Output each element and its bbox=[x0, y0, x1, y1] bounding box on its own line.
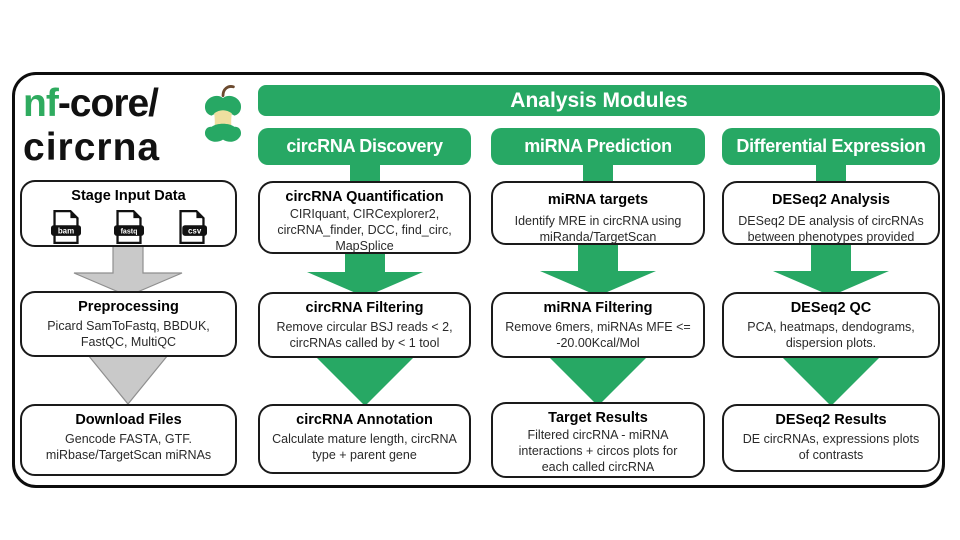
deseq2-qc-box: DESeq2 QC PCA, heatmaps, dendograms, dis… bbox=[722, 292, 940, 358]
logo-nf-text: nf bbox=[23, 82, 59, 125]
logo-core-text: -core/ bbox=[57, 82, 159, 125]
circrna-filtering-title: circRNA Filtering bbox=[305, 300, 424, 316]
preprocessing-box: Preprocessing Picard SamToFastq, BBDUK, … bbox=[20, 291, 237, 357]
apple-core-icon bbox=[204, 85, 242, 142]
arrow-green-targets-to-filtering bbox=[540, 243, 656, 296]
stub-differential-expression bbox=[816, 163, 846, 183]
input-file-icons: bam fastq csv bbox=[22, 209, 235, 245]
deseq2-analysis-body: DESeq2 DE analysis of circRNAs between p… bbox=[738, 214, 924, 245]
nf-core-logo: nf-core/ bbox=[23, 82, 159, 125]
circrna-filtering-box: circRNA Filtering Remove circular BSJ re… bbox=[258, 292, 471, 358]
stage-input-data-box: Stage Input Data bam fastq csv bbox=[20, 180, 237, 247]
arrow-green-filtering-to-target-results bbox=[548, 356, 648, 406]
fastq-file-icon: fastq bbox=[113, 210, 144, 245]
download-files-title: Download Files bbox=[75, 412, 182, 428]
csv-file-icon: csv bbox=[178, 210, 207, 245]
deseq2-qc-title: DESeq2 QC bbox=[790, 300, 872, 316]
circrna-annotation-title: circRNA Annotation bbox=[296, 412, 433, 428]
circrna-quantification-title: circRNA Quantification bbox=[285, 189, 444, 205]
arrow-green-filtering-to-annotation bbox=[315, 356, 415, 406]
logo-pipeline-name: circrna bbox=[23, 126, 161, 169]
mirna-filtering-box: miRNA Filtering Remove 6mers, miRNAs MFE… bbox=[491, 292, 705, 358]
stage-input-title: Stage Input Data bbox=[71, 188, 186, 204]
preprocessing-body: Picard SamToFastq, BBDUK, FastQC, MultiQ… bbox=[47, 319, 210, 350]
analysis-modules-header: Analysis Modules bbox=[258, 85, 940, 116]
csv-label: csv bbox=[188, 227, 202, 236]
deseq2-analysis-box: DESeq2 Analysis DESeq2 DE analysis of ci… bbox=[722, 181, 940, 245]
column-header-circrna-discovery: circRNA Discovery bbox=[258, 128, 471, 165]
fastq-label: fastq bbox=[120, 229, 137, 236]
deseq2-results-title: DESeq2 Results bbox=[775, 412, 887, 428]
arrow-green-quantification-to-filtering bbox=[307, 251, 423, 297]
target-results-body: Filtered circRNA - miRNA interactions + … bbox=[518, 428, 678, 474]
deseq2-qc-body: PCA, heatmaps, dendograms, dispersion pl… bbox=[747, 320, 915, 351]
mirna-targets-box: miRNA targets Identify MRE in circRNA us… bbox=[491, 181, 705, 245]
mirna-filtering-title: miRNA Filtering bbox=[543, 300, 653, 316]
download-files-box: Download Files Gencode FASTA, GTF. miRba… bbox=[20, 404, 237, 476]
deseq2-analysis-title: DESeq2 Analysis bbox=[772, 192, 890, 208]
column-header-differential-expression: Differential Expression bbox=[722, 128, 940, 165]
download-files-body: Gencode FASTA, GTF. miRbase/TargetScan m… bbox=[45, 432, 212, 463]
column-header-mirna-prediction: miRNA Prediction bbox=[491, 128, 705, 165]
deseq2-results-box: DESeq2 Results DE circRNAs, expressions … bbox=[722, 404, 940, 472]
preprocessing-title: Preprocessing bbox=[78, 299, 179, 315]
arrow-green-analysis-to-qc bbox=[773, 243, 889, 296]
arrow-green-qc-to-results bbox=[781, 356, 881, 406]
arrow-gray-preprocessing-to-download bbox=[86, 354, 170, 405]
mirna-filtering-body: Remove 6mers, miRNAs MFE <= -20.00Kcal/M… bbox=[505, 320, 691, 351]
circrna-quantification-body: CIRIquant, CIRCexplorer2, circRNA_finder… bbox=[277, 207, 452, 253]
deseq2-results-body: DE circRNAs, expressions plots of contra… bbox=[742, 432, 920, 463]
target-results-box: Target Results Filtered circRNA - miRNA … bbox=[491, 402, 705, 478]
circrna-annotation-box: circRNA Annotation Calculate mature leng… bbox=[258, 404, 471, 474]
bam-file-icon: bam bbox=[50, 210, 81, 245]
mirna-targets-body: Identify MRE in circRNA using miRanda/Ta… bbox=[514, 214, 682, 245]
circrna-annotation-body: Calculate mature length, circRNA type + … bbox=[272, 432, 457, 463]
bam-label: bam bbox=[57, 227, 73, 236]
stub-mirna-prediction bbox=[583, 163, 613, 183]
mirna-targets-title: miRNA targets bbox=[547, 192, 649, 208]
arrow-gray-stage-to-preprocessing bbox=[73, 244, 183, 297]
stub-circrna-discovery bbox=[350, 163, 380, 183]
target-results-title: Target Results bbox=[548, 410, 648, 426]
circrna-quantification-box: circRNA Quantification CIRIquant, CIRCex… bbox=[258, 181, 471, 254]
circrna-filtering-body: Remove circular BSJ reads < 2, circRNAs … bbox=[276, 320, 453, 351]
